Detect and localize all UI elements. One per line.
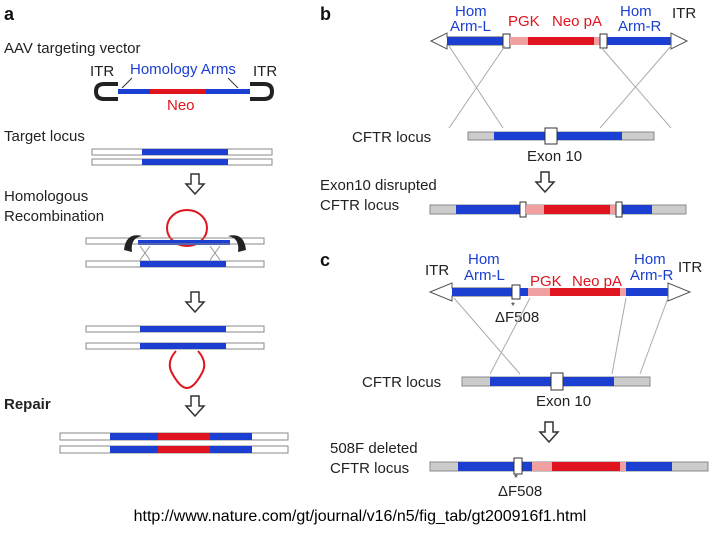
hom-arm-l-label-2: Arm-L (450, 18, 491, 35)
repaired-locus (59, 432, 289, 454)
disrupted-cftr-locus (429, 201, 687, 218)
exon10-label-b: Exon 10 (527, 148, 582, 165)
508f-deleted-label-1: 508F deleted (330, 440, 418, 457)
cftr-locus-b (467, 127, 655, 145)
down-arrow-c (538, 421, 560, 444)
aav-vector-title: AAV targeting vector (4, 40, 140, 57)
hom-arm-l-label-1-c: Hom (468, 251, 500, 268)
homology-pointer-right (227, 77, 239, 89)
target-locus (91, 148, 273, 166)
recombination-intermediate (85, 209, 265, 268)
panel-c: c ITR Hom Arm-L PGK Neo pA Hom Arm-R ITR… (320, 250, 709, 500)
exon10-disrupted-label-1: Exon10 disrupted (320, 177, 437, 194)
neo-cassette (150, 89, 206, 94)
panel-b: b Hom Arm-L PGK Neo pA Hom Arm-R ITR CFT… (320, 3, 696, 218)
itr-right-label: ITR (253, 63, 277, 80)
neo-label: Neo (167, 97, 195, 114)
target-locus-label: Target locus (4, 128, 85, 145)
homology-pointer-left (121, 77, 133, 89)
cftr-locus-label-c: CFTR locus (362, 374, 441, 391)
down-arrow-2 (184, 291, 206, 314)
itr-label: ITR (672, 5, 696, 22)
neo-pa-label: Neo pA (552, 13, 602, 30)
targeting-vector-c: * (428, 282, 692, 312)
panel-b-label: b (320, 4, 331, 24)
crossover-lines-b (448, 45, 672, 129)
down-arrow-3 (184, 395, 206, 418)
panel-c-label: c (320, 250, 330, 270)
cftr-locus-label-b: CFTR locus (352, 129, 431, 146)
homologous-label-line2: Recombination (4, 208, 104, 225)
panel-a-label: a (4, 4, 15, 24)
down-arrow-1 (184, 173, 206, 196)
pgk-label: PGK (508, 13, 540, 30)
post-recombination (85, 325, 265, 390)
mutation-star-bottom: * (514, 473, 518, 484)
itr-right-label-c: ITR (678, 259, 702, 276)
homology-arms-label: Homology Arms (130, 61, 236, 78)
crossover-lines-c (453, 297, 669, 375)
homology-arm-right (206, 89, 250, 94)
panel-a: a AAV targeting vector ITR ITR Homology … (4, 4, 289, 454)
neo-pa-label-c: Neo pA (572, 273, 622, 290)
repair-label: Repair (4, 396, 51, 413)
pgk-label-c: PGK (530, 273, 562, 290)
exon10-label-c: Exon 10 (536, 393, 591, 410)
mutation-star-c: * (511, 301, 515, 312)
targeting-vector-b (429, 32, 689, 50)
homology-arm-left (118, 89, 150, 94)
hom-arm-r-label-1: Hom (620, 3, 652, 20)
itr-hairpin-right (250, 82, 275, 101)
deleted-cftr-locus: * (429, 457, 709, 484)
hom-arm-l-label-1: Hom (455, 3, 487, 20)
aav-vector: ITR ITR Homology Arms Neo (90, 61, 277, 114)
cftr-locus-c (461, 372, 651, 391)
exon10-disrupted-label-2: CFTR locus (320, 197, 399, 214)
down-arrow-b (534, 171, 556, 194)
homologous-label-line1: Homologous (4, 188, 88, 205)
itr-left-label-c: ITR (425, 262, 449, 279)
itr-left-label: ITR (90, 63, 114, 80)
hom-arm-r-label-1-c: Hom (634, 251, 666, 268)
hom-arm-r-label-2: Arm-R (618, 18, 661, 35)
source-url: http://www.nature.com/gt/journal/v16/n5/… (133, 508, 587, 525)
hom-arm-r-label-2-c: Arm-R (630, 267, 673, 284)
delta-f508-label-bottom: ΔF508 (498, 483, 542, 500)
508f-deleted-label-2: CFTR locus (330, 460, 409, 477)
hom-arm-l-label-2-c: Arm-L (464, 267, 505, 284)
itr-hairpin-left (93, 82, 118, 101)
delta-f508-label-top: ΔF508 (495, 309, 539, 326)
